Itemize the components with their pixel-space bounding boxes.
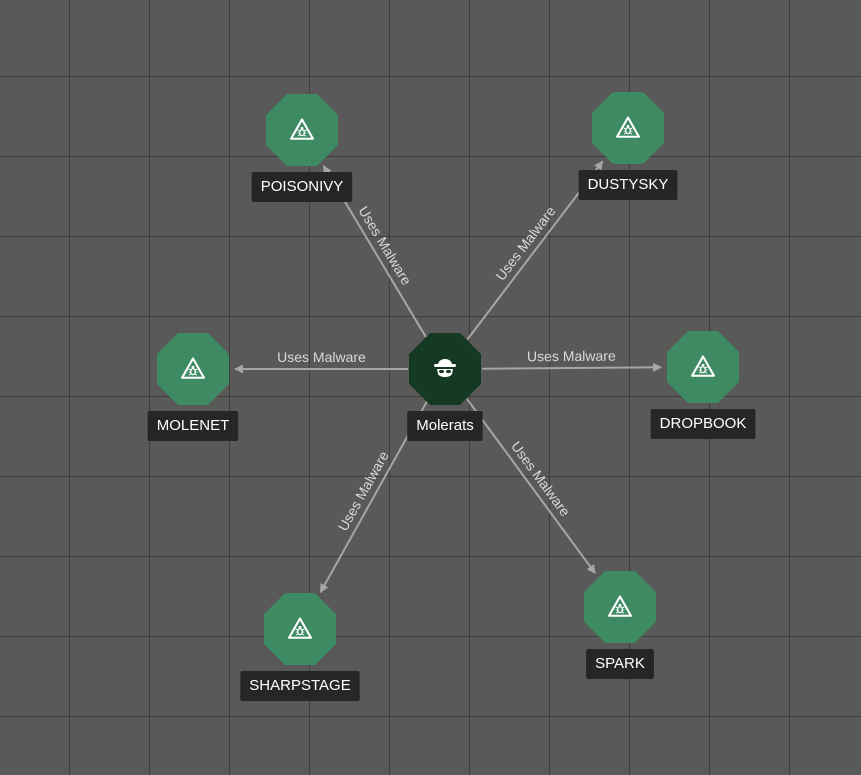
node-molenet[interactable]: MOLENET xyxy=(147,333,239,441)
node-molenet-label-box xyxy=(147,411,239,441)
node-dropbook-label-box xyxy=(650,409,756,439)
node-poisonivy-label-box xyxy=(251,172,353,202)
node-poisonivy-label: POISONIVY xyxy=(251,172,353,202)
node-dustysky[interactable]: DUSTYSKY xyxy=(578,92,678,200)
node-molerats-label-box xyxy=(407,411,483,441)
edge-molenet[interactable]: Uses Malware xyxy=(234,349,408,374)
node-spark-label-box xyxy=(586,649,654,679)
node-dropbook-label: DROPBOOK xyxy=(650,409,756,439)
node-spark-label-text: SPARK xyxy=(595,655,645,672)
node-spark[interactable]: SPARK xyxy=(584,571,656,679)
node-sharpstage-label-text: SHARPSTAGE xyxy=(249,677,350,694)
edge-label-spark: Uses Malware xyxy=(508,438,574,519)
edge-line-spark[interactable] xyxy=(466,398,596,574)
node-molenet-label-text: MOLENET xyxy=(157,417,230,434)
node-sharpstage-label: SHARPSTAGE xyxy=(240,671,360,701)
node-poisonivy[interactable]: POISONIVY xyxy=(251,94,353,202)
edge-label-poisonivy: Uses Malware xyxy=(355,203,414,288)
node-molerats[interactable]: Molerats xyxy=(407,333,483,441)
node-dustysky-label-box xyxy=(578,170,678,200)
node-sharpstage[interactable]: SHARPSTAGE xyxy=(240,593,360,701)
edge-spark[interactable]: Uses Malware xyxy=(466,398,596,574)
edge-dropbook[interactable]: Uses Malware xyxy=(481,348,662,372)
node-dropbook-label-text: DROPBOOK xyxy=(660,415,747,432)
edge-label-dustysky: Uses Malware xyxy=(492,203,558,283)
node-molenet-label: MOLENET xyxy=(147,411,239,441)
node-dustysky-label-text: DUSTYSKY xyxy=(588,176,669,193)
edge-label-dropbook: Uses Malware xyxy=(527,348,616,365)
edge-label-molenet: Uses Malware xyxy=(277,349,366,365)
node-dropbook[interactable]: DROPBOOK xyxy=(650,331,756,439)
node-spark-label: SPARK xyxy=(586,649,654,679)
nodes-layer: POISONIVY DUSTYSKY MOLENET DROPBOOK SHARPSTA… xyxy=(147,92,756,701)
edge-line-dropbook[interactable] xyxy=(481,362,662,372)
node-molerats-label-text: Molerats xyxy=(416,417,474,434)
node-poisonivy-label-text: POISONIVY xyxy=(261,178,344,195)
node-dustysky-label: DUSTYSKY xyxy=(578,170,678,200)
node-molerats-label: Molerats xyxy=(407,411,483,441)
node-sharpstage-label-box xyxy=(240,671,360,701)
spy-icon xyxy=(434,359,456,377)
edge-label-sharpstage: Uses Malware xyxy=(335,448,392,533)
